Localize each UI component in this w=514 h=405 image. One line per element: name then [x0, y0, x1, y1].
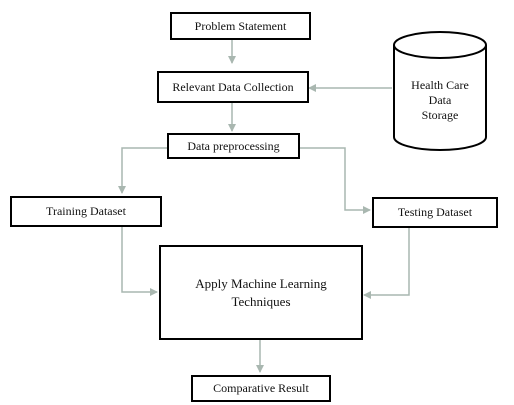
node-apply-ml-label-line2: Techniques	[231, 293, 291, 309]
storage-label-line2: Data	[428, 93, 452, 107]
node-testing-dataset-label: Testing Dataset	[397, 205, 473, 220]
node-comparative-result: Comparative Result	[191, 375, 331, 402]
storage-label-line1: Health Care	[411, 78, 469, 92]
node-relevant-data-collection-label: Relevant Data Collection	[172, 79, 294, 94]
node-data-preprocessing-label: Data preprocessing	[187, 138, 280, 153]
node-problem-statement-label: Problem Statement	[194, 18, 287, 33]
database-cylinder-icon	[393, 31, 487, 151]
node-problem-statement: Problem Statement	[170, 12, 311, 40]
node-comparative-result-label: Comparative Result	[213, 381, 309, 396]
arrow-preprocessing-to-testing	[300, 147, 371, 214]
node-data-preprocessing: Data preprocessing	[167, 133, 300, 159]
node-health-care-data-storage: Health Care Data Storage	[394, 78, 486, 123]
arrow-preprocessing-to-training	[118, 147, 167, 194]
node-apply-machine-learning: Apply Machine Learning Techniques	[159, 245, 363, 340]
node-training-dataset: Training Dataset	[10, 196, 162, 227]
node-testing-dataset: Testing Dataset	[372, 197, 498, 228]
storage-label-line3: Storage	[421, 108, 459, 122]
node-apply-ml-label-line1: Apply Machine Learning	[195, 275, 327, 291]
node-training-dataset-label: Training Dataset	[46, 204, 126, 219]
node-relevant-data-collection: Relevant Data Collection	[157, 71, 309, 103]
arrow-training-to-ml	[121, 227, 158, 296]
arrow-testing-to-ml	[363, 228, 410, 299]
